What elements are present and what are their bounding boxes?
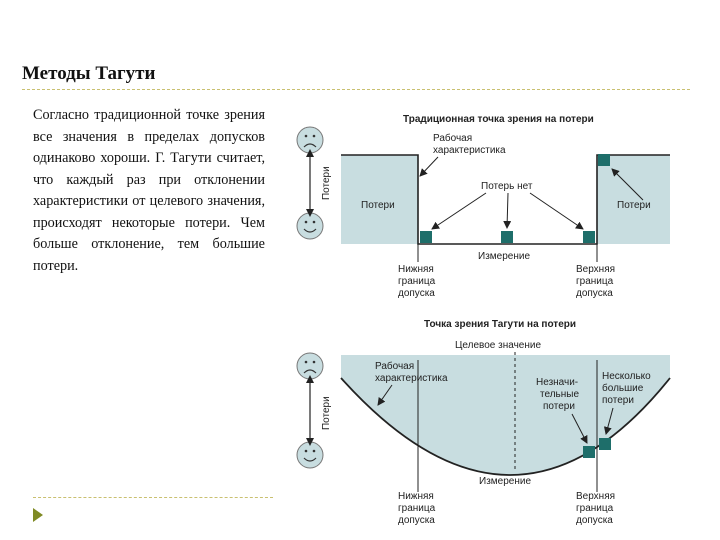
- top-marker-center: [501, 231, 513, 243]
- top-lower-limit-1: Нижняя: [398, 264, 434, 275]
- bottom-marker-more: [599, 438, 611, 450]
- bottom-more-loss-1: Несколько: [602, 371, 651, 382]
- bottom-measurement-label: Измерение: [479, 476, 531, 487]
- top-marker-upper: [583, 231, 595, 243]
- bottom-more-loss-2: большие: [602, 382, 644, 394]
- sad-face-icon: [296, 352, 324, 380]
- bottom-marker-minor: [583, 446, 595, 458]
- bullet-arrow-icon: [33, 508, 43, 522]
- top-marker-out: [598, 154, 610, 166]
- top-no-loss-arrow-center: [503, 192, 512, 229]
- bottom-axis-label: Потери: [321, 396, 332, 430]
- top-measurement-label: Измерение: [478, 251, 530, 262]
- top-right-zone-label: Потери: [617, 200, 651, 211]
- top-no-loss-arrow-left: [431, 192, 487, 230]
- bottom-feature-label-1: Рабочая: [375, 360, 414, 372]
- bottom-minor-loss-2: тельные: [540, 389, 579, 400]
- title-divider: [22, 89, 690, 90]
- bottom-minor-loss-3: потери: [543, 401, 575, 412]
- happy-face-icon: [296, 212, 324, 240]
- bottom-upper-limit-3: допуска: [576, 515, 613, 526]
- bottom-upper-limit-1: Верхняя: [576, 491, 615, 502]
- top-left-zone-label: Потери: [361, 200, 395, 211]
- happy-face-icon: [296, 441, 324, 469]
- bottom-minor-loss-arrow: [571, 413, 588, 444]
- bottom-more-loss-3: потери: [602, 395, 634, 406]
- bottom-lower-limit-3: допуска: [398, 515, 435, 526]
- top-left-loss-zone: [341, 155, 418, 244]
- bottom-loss-curve: [340, 377, 671, 476]
- top-feature-label-1: Рабочая: [433, 132, 472, 144]
- bottom-minor-loss-1: Незначи-: [536, 377, 578, 388]
- top-feature-label-2: характеристика: [433, 145, 506, 156]
- top-lower-limit-2: граница: [398, 276, 436, 287]
- bottom-lower-limit-2: граница: [398, 503, 436, 514]
- bottom-header: Точка зрения Тагути на потери: [424, 319, 576, 330]
- body-text: Согласно традиционной точке зрения все з…: [33, 107, 265, 274]
- top-no-loss-arrow-right: [529, 192, 584, 230]
- bottom-feature-label-2: характеристика: [375, 373, 448, 384]
- bottom-upper-limit-2: граница: [576, 503, 614, 514]
- top-lower-limit-3: допуска: [398, 288, 435, 299]
- top-out-arrow: [611, 168, 644, 201]
- top-header: Традиционная точка зрения на потери: [403, 114, 594, 125]
- sad-face-icon: [296, 126, 324, 154]
- top-upper-limit-2: граница: [576, 276, 614, 287]
- top-upper-limit-3: допуска: [576, 288, 613, 299]
- top-feature-arrow: [419, 156, 439, 177]
- bottom-target-label: Целевое значение: [455, 340, 541, 351]
- bottom-loss-fill: [341, 355, 670, 475]
- top-no-loss-label: Потерь нет: [481, 181, 533, 192]
- bottom-feature-arrow: [377, 384, 393, 406]
- bottom-divider: [33, 497, 273, 498]
- bottom-lower-limit-1: Нижняя: [398, 491, 434, 502]
- top-upper-limit-1: Верхняя: [576, 264, 615, 275]
- slide-title: Методы Тагути: [22, 63, 156, 84]
- bottom-more-loss-arrow: [603, 407, 614, 435]
- top-right-loss-zone: [597, 155, 670, 244]
- top-marker-lower: [420, 231, 432, 243]
- top-axis-label: Потери: [321, 166, 332, 200]
